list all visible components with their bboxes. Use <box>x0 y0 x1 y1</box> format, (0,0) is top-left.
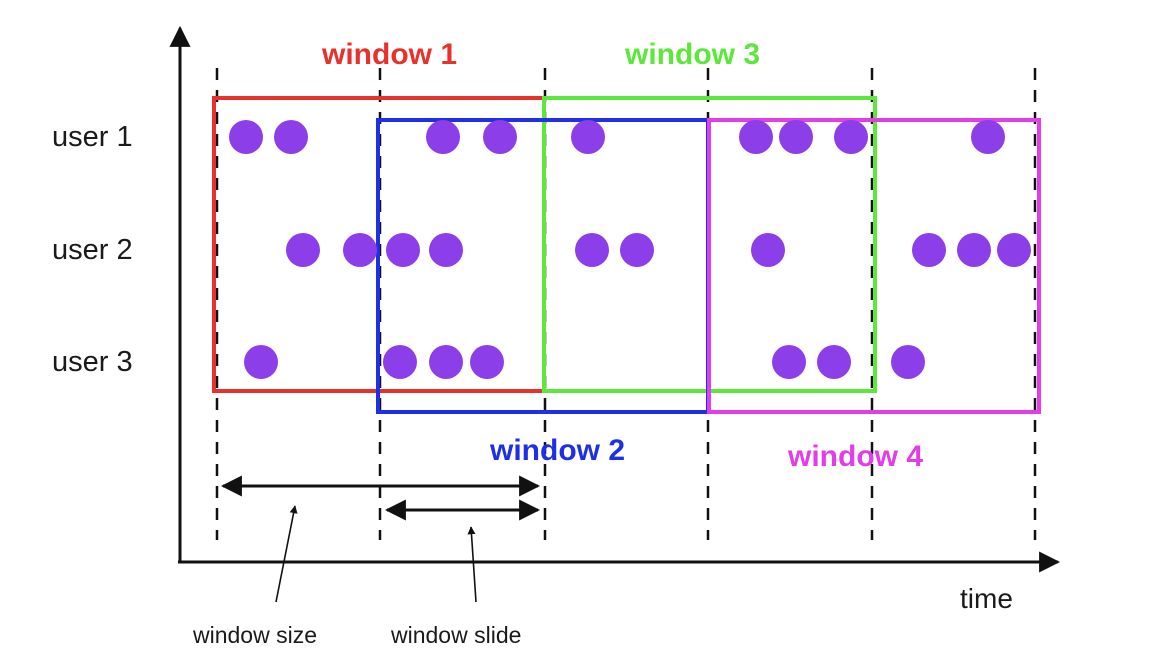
window-3-label: window 3 <box>624 38 760 71</box>
event-dot-user-2 <box>343 233 377 267</box>
events <box>229 120 1031 379</box>
window-2-label: window 2 <box>489 434 625 467</box>
event-dot-user-3 <box>772 345 806 379</box>
event-dot-user-2 <box>997 233 1031 267</box>
event-dot-user-1 <box>426 120 460 154</box>
event-dot-user-1 <box>229 120 263 154</box>
row-label-user-2: user 2 <box>52 234 133 266</box>
event-dot-user-1 <box>274 120 308 154</box>
window-1-label: window 1 <box>321 38 457 71</box>
window-size-pointer <box>275 505 298 603</box>
event-dot-user-3 <box>429 345 463 379</box>
event-dot-user-3 <box>891 345 925 379</box>
event-dot-user-1 <box>483 120 517 154</box>
event-dot-user-2 <box>751 233 785 267</box>
event-dot-user-1 <box>739 120 773 154</box>
event-dot-user-2 <box>575 233 609 267</box>
event-dot-user-2 <box>957 233 991 267</box>
row-label-user-3: user 3 <box>52 346 133 378</box>
event-dot-user-3 <box>470 345 504 379</box>
window-slide-pointer <box>467 526 477 603</box>
event-dot-user-2 <box>286 233 320 267</box>
window-4-box <box>707 118 1041 414</box>
window-4-label: window 4 <box>787 440 923 473</box>
event-dot-user-2 <box>386 233 420 267</box>
row-label-user-1: user 1 <box>52 121 133 153</box>
window-size-label: window size <box>192 622 317 648</box>
event-dot-user-3 <box>383 345 417 379</box>
event-dot-user-1 <box>779 120 813 154</box>
window-slide-label: window slide <box>390 622 521 648</box>
x-axis-label: time <box>960 583 1013 614</box>
event-dot-user-1 <box>834 120 868 154</box>
event-dot-user-1 <box>971 120 1005 154</box>
event-dot-user-2 <box>620 233 654 267</box>
event-dot-user-2 <box>429 233 463 267</box>
event-dot-user-3 <box>244 345 278 379</box>
event-dot-user-2 <box>912 233 946 267</box>
event-dot-user-3 <box>817 345 851 379</box>
event-dot-user-1 <box>571 120 605 154</box>
